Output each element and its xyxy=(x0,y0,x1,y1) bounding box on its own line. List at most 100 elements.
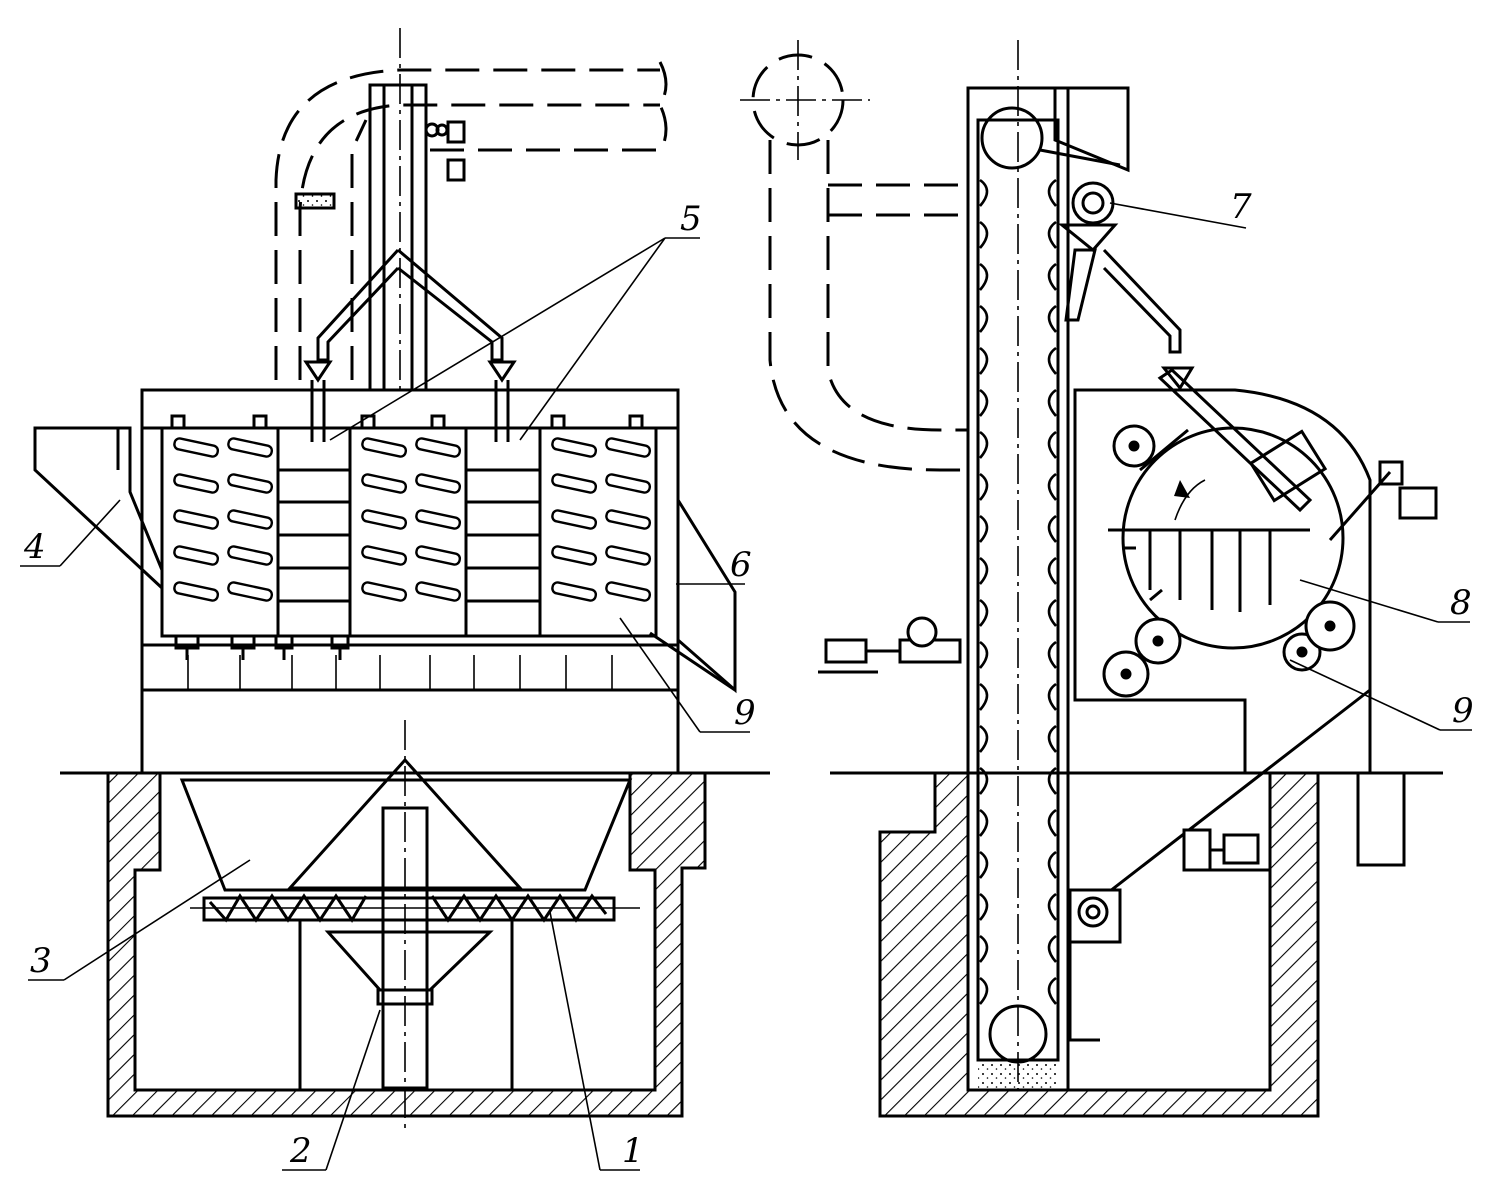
elevator-bucket xyxy=(1047,556,1057,585)
label-9-right: 9 xyxy=(1452,691,1474,731)
machine-base xyxy=(140,643,680,775)
collecting-hopper xyxy=(179,778,633,892)
support-rollers xyxy=(1102,424,1356,698)
elevator-bucket xyxy=(1047,388,1057,417)
slot-opening xyxy=(415,437,462,458)
slot-opening xyxy=(361,509,408,530)
slot-opening xyxy=(551,545,598,566)
slot-opening xyxy=(605,581,652,602)
drum-housing xyxy=(1073,388,1372,775)
slot-opening xyxy=(227,437,274,458)
elevator-bucket xyxy=(1047,808,1057,837)
elevator-bucket xyxy=(1047,724,1057,753)
elevator-buckets xyxy=(979,178,1057,1005)
right-pipe-dashed-outline xyxy=(740,40,968,472)
elevator-bucket xyxy=(979,556,989,585)
elevator-bucket xyxy=(1047,304,1057,333)
leader-lines-right xyxy=(1109,202,1472,731)
slot-opening xyxy=(415,509,462,530)
elevator-bucket xyxy=(979,388,989,417)
slot-opening xyxy=(361,545,408,566)
slot-opening xyxy=(227,545,274,566)
slot-opening xyxy=(173,473,220,494)
elevator-bucket xyxy=(979,766,989,795)
pipe-dashed-outline xyxy=(274,61,668,380)
feed-hopper-left xyxy=(33,426,164,592)
label-2: 2 xyxy=(289,1131,312,1171)
label-8: 8 xyxy=(1450,583,1472,623)
label-3: 3 xyxy=(30,941,52,981)
slot-opening xyxy=(551,581,598,602)
lower-funnel xyxy=(324,930,494,992)
elevator-top-pulley xyxy=(980,106,1044,170)
elevator-bucket xyxy=(979,976,989,1005)
label-6: 6 xyxy=(730,545,752,585)
support-feet xyxy=(174,634,350,660)
elevator-bucket xyxy=(979,430,989,459)
discharge-chute-right xyxy=(676,494,737,694)
elevator-bucket xyxy=(1047,262,1057,291)
elevator-bucket xyxy=(979,304,989,333)
slot-opening xyxy=(227,581,274,602)
motor-bottom xyxy=(1182,828,1270,872)
elevator-bucket xyxy=(979,514,989,543)
foundation-pit-left xyxy=(106,771,707,1118)
drive-pulley xyxy=(1071,181,1115,225)
slot-opening xyxy=(361,473,408,494)
slot-opening xyxy=(415,581,462,602)
right-view xyxy=(740,40,1472,1118)
tail-bracket xyxy=(1068,888,1122,1042)
elevator-bucket xyxy=(1047,430,1057,459)
slot-opening xyxy=(605,509,652,530)
elevator-bucket xyxy=(1047,976,1057,1005)
slot-opening xyxy=(605,473,652,494)
elevator-bucket xyxy=(1047,766,1057,795)
elevator-bucket xyxy=(979,892,989,921)
slot-opening xyxy=(173,545,220,566)
elevator-bucket xyxy=(979,178,989,207)
elevator-bucket xyxy=(1047,220,1057,249)
slot-opening xyxy=(551,437,598,458)
pockets-1 xyxy=(276,468,352,638)
slot-opening xyxy=(361,437,408,458)
pockets-2 xyxy=(464,468,542,638)
elevator-bucket xyxy=(979,682,989,711)
elevator-bucket xyxy=(1047,850,1057,879)
elevator-bucket xyxy=(979,346,989,375)
elevator-bucket xyxy=(1047,640,1057,669)
part-labels: 1 2 3 4 5 6 7 8 9 9 xyxy=(23,187,1474,1171)
elevator-bucket xyxy=(979,262,989,291)
elevator-bucket xyxy=(979,598,989,627)
slot-opening xyxy=(227,509,274,530)
slot-opening xyxy=(415,473,462,494)
elevator-bucket xyxy=(1047,514,1057,543)
slot-opening xyxy=(605,545,652,566)
elevator-bucket xyxy=(1047,934,1057,963)
label-1: 1 xyxy=(622,1131,644,1171)
slot-opening xyxy=(173,437,220,458)
leader-lines-left xyxy=(20,237,750,1171)
distribution-pipes xyxy=(294,83,517,442)
slot-opening xyxy=(415,545,462,566)
elevator-bucket xyxy=(979,724,989,753)
slot-opening xyxy=(361,581,408,602)
elevator-head-chute xyxy=(1053,86,1130,173)
support-leg xyxy=(1356,771,1406,867)
drum-vanes xyxy=(1108,528,1310,612)
motor-left xyxy=(818,616,962,674)
elevator-bucket xyxy=(979,808,989,837)
slot-opening xyxy=(551,473,598,494)
label-9-left: 9 xyxy=(734,693,756,733)
elevator-bucket xyxy=(1047,472,1057,501)
drum-slots xyxy=(173,437,652,602)
slot-opening xyxy=(605,437,652,458)
label-5: 5 xyxy=(680,199,702,239)
label-4: 4 xyxy=(23,527,46,567)
elevator-bucket xyxy=(1047,598,1057,627)
elevator-bucket xyxy=(979,934,989,963)
slot-opening xyxy=(173,509,220,530)
elevator-bucket xyxy=(1047,892,1057,921)
elevator-bucket xyxy=(979,640,989,669)
slot-opening xyxy=(173,581,220,602)
